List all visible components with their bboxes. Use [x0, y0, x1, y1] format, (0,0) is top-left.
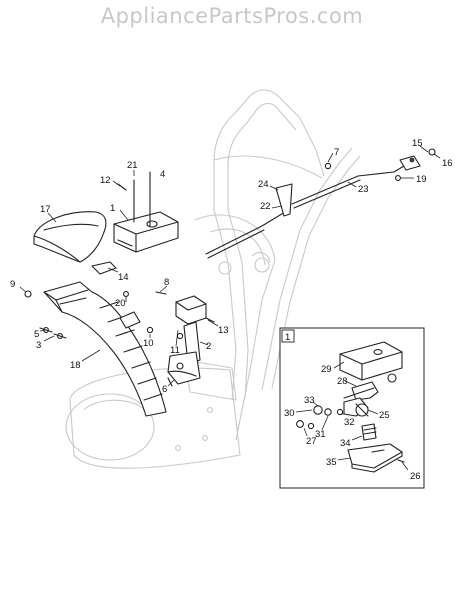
callout-25: 25	[379, 410, 390, 421]
callout-1: 1	[110, 203, 115, 214]
callout-10: 10	[143, 338, 154, 349]
callout-9: 9	[10, 279, 15, 290]
callout-14: 14	[118, 272, 129, 283]
chute-assembly-18	[43, 281, 167, 417]
callout-28: 28	[337, 376, 348, 387]
callout-labels: 1 2 3 4 5 6 7 8 9 10 11 12 13 14 15 16 1…	[10, 138, 453, 482]
callout-22: 22	[260, 201, 271, 212]
callout-6: 6	[162, 384, 167, 395]
chute-deflector-17	[33, 211, 107, 263]
callout-2: 2	[206, 341, 211, 352]
callout-7: 7	[334, 147, 339, 158]
callout-35: 35	[326, 457, 337, 468]
callout-8: 8	[164, 277, 169, 288]
callout-24: 24	[258, 179, 269, 190]
callout-23: 23	[358, 184, 369, 195]
leader-lines	[19, 145, 441, 471]
callout-5: 5	[34, 329, 39, 340]
callout-3: 3	[36, 340, 41, 351]
callout-33: 33	[304, 395, 315, 406]
callout-19: 19	[416, 174, 427, 185]
watermark-text: AppliancePartsPros.com	[100, 4, 364, 28]
callout-27: 27	[306, 436, 317, 447]
callout-30: 30	[284, 408, 295, 419]
bracket-assembly-2	[167, 295, 207, 385]
background-frame	[65, 89, 361, 469]
callout-32: 32	[344, 417, 355, 428]
callout-18: 18	[70, 360, 81, 371]
callout-13: 13	[218, 325, 229, 336]
fasteners	[24, 290, 215, 387]
callout-12: 12	[100, 175, 111, 186]
callout-21: 21	[127, 160, 138, 171]
callout-31: 31	[315, 429, 326, 440]
callout-34: 34	[340, 438, 351, 449]
callout-17: 17	[40, 204, 51, 215]
control-box-1	[113, 211, 179, 253]
callout-29: 29	[321, 364, 332, 375]
inset-box: 1	[279, 327, 425, 489]
inset-number: 1	[285, 332, 290, 343]
callout-20: 20	[115, 298, 126, 309]
callout-16: 16	[442, 158, 453, 169]
callout-11: 11	[170, 345, 180, 356]
callout-15: 15	[412, 138, 423, 149]
callout-4: 4	[160, 169, 165, 180]
callout-26: 26	[410, 471, 421, 482]
chute-pivot-14	[91, 261, 117, 275]
